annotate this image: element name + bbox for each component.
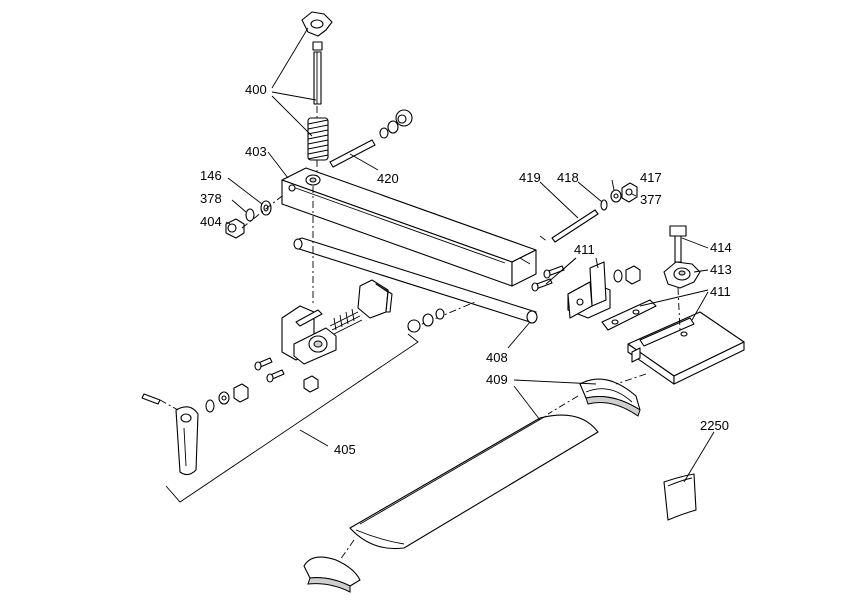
label-420: 420 xyxy=(377,171,399,186)
part-405-lock-assembly xyxy=(141,279,393,476)
label-419: 419 xyxy=(519,170,541,185)
label-146: 146 xyxy=(200,168,222,183)
part-409-pad xyxy=(349,414,599,550)
label-403: 403 xyxy=(245,144,267,159)
label-404: 404 xyxy=(200,214,222,229)
label-414: 414 xyxy=(710,240,732,255)
part-414-bolt xyxy=(669,225,687,263)
label-413: 413 xyxy=(710,262,732,277)
part-404-nut xyxy=(225,218,245,239)
part-418-washer xyxy=(600,199,608,211)
label-417: 417 xyxy=(640,170,662,185)
part-400-lock-knob xyxy=(301,11,333,105)
part-409-end-cap-left xyxy=(303,556,361,593)
label-377: 377 xyxy=(640,192,662,207)
label-408: 408 xyxy=(486,350,508,365)
label-409: 409 xyxy=(486,372,508,387)
part-2250-insert xyxy=(663,473,697,521)
part-413-knob xyxy=(663,261,701,289)
part-rod-washers xyxy=(407,308,445,333)
part-411-bracket xyxy=(567,261,611,319)
label-400: 400 xyxy=(245,82,267,97)
leader-lines xyxy=(165,27,715,503)
label-378: 378 xyxy=(200,191,222,206)
label-411-top: 411 xyxy=(574,242,595,257)
label-2250: 2250 xyxy=(700,418,729,433)
part-419-bolt xyxy=(551,209,599,243)
part-labels: 400 403 146 378 404 420 419 418 417 377 … xyxy=(200,82,732,457)
part-411-clamp-plate xyxy=(601,299,657,331)
part-378-lock-washer xyxy=(245,208,255,222)
part-377-nut xyxy=(621,182,638,203)
label-405: 405 xyxy=(334,442,356,457)
label-411-right: 411 xyxy=(710,284,731,299)
label-418: 418 xyxy=(557,170,579,185)
part-146-washer xyxy=(260,200,272,216)
part-403-rail-beam xyxy=(281,167,537,287)
part-420-shaft xyxy=(329,109,413,168)
part-408-rod xyxy=(293,237,538,324)
part-400-spring xyxy=(307,117,329,161)
part-411-slide-plate xyxy=(627,311,745,385)
part-409-end-cap-right xyxy=(579,378,641,417)
part-411-screws xyxy=(531,265,641,292)
part-417-washer xyxy=(610,189,622,203)
